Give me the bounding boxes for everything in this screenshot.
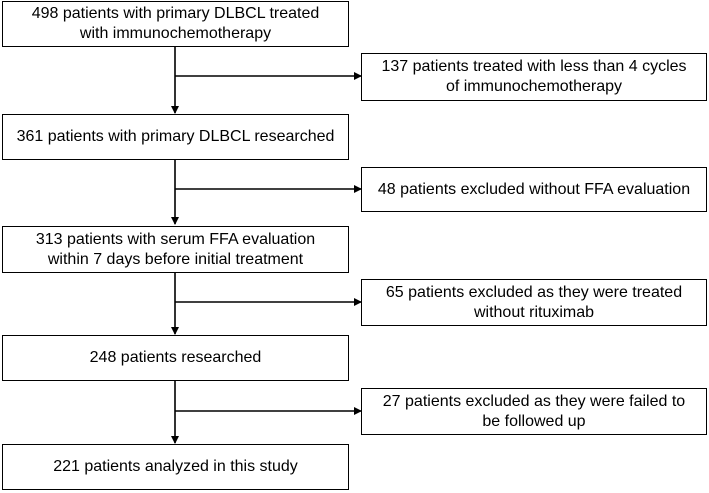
exclusion-2-text: 48 patients excluded without FFA evaluat… <box>377 180 691 198</box>
main-step-4-box: 248 patients researched <box>2 335 349 381</box>
exclusion-3-text: 65 patients excluded as they were treate… <box>385 283 683 321</box>
main-step-4-text: 248 patients researched <box>89 349 262 366</box>
main-step-5-text: 221 patients analyzed in this study <box>53 458 298 475</box>
main-step-5-box: 221 patients analyzed in this study <box>2 444 349 490</box>
main-step-1-text: 498 patients with primary DLBCL treated … <box>31 5 320 42</box>
exclusion-1-text: 137 patients treated with less than 4 cy… <box>381 58 687 95</box>
exclusion-2-box: 48 patients excluded without FFA evaluat… <box>361 167 707 212</box>
exclusion-4-box: 27 patients excluded as they were failed… <box>361 388 707 435</box>
exclusion-4-text: 27 patients excluded as they were failed… <box>382 392 686 430</box>
main-step-3-box: 313 patients with serum FFA evaluation w… <box>2 226 349 273</box>
main-step-2-box: 361 patients with primary DLBCL research… <box>2 114 349 160</box>
main-step-3-text: 313 patients with serum FFA evaluation w… <box>35 230 316 268</box>
exclusion-3-box: 65 patients excluded as they were treate… <box>361 279 707 326</box>
main-step-1-box: 498 patients with primary DLBCL treated … <box>2 1 349 47</box>
main-step-2-text: 361 patients with primary DLBCL research… <box>16 128 335 145</box>
exclusion-1-box: 137 patients treated with less than 4 cy… <box>361 53 707 101</box>
